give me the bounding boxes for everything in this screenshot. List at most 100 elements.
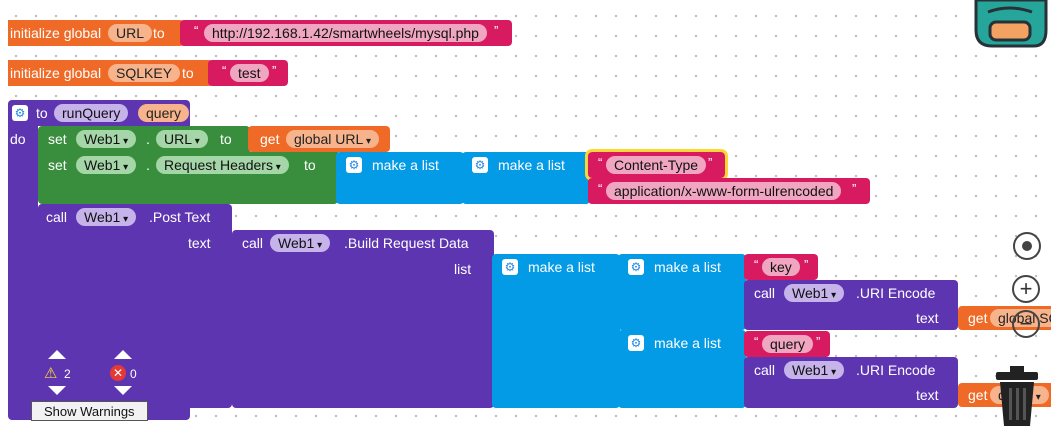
call-label: call xyxy=(242,235,264,251)
make-list-label: make a list xyxy=(372,157,439,173)
global-name-field[interactable]: SQLKEY xyxy=(108,64,181,82)
gear-icon[interactable]: ⚙ xyxy=(628,259,644,275)
text-value[interactable]: Content-Type xyxy=(606,156,707,174)
quote-open: “ xyxy=(194,23,199,38)
error-next-arrow[interactable] xyxy=(114,386,132,395)
make-list-label: make a list xyxy=(654,259,721,275)
warning-icon: ⚠ xyxy=(44,365,58,382)
to-label: to xyxy=(36,105,48,121)
text-block[interactable]: “ http://192.168.1.42/smartwheels/mysql.… xyxy=(180,20,512,46)
init-global-url-block[interactable]: initialize global URL to xyxy=(8,20,184,46)
quote-open: “ xyxy=(754,257,759,272)
make-list-pairs[interactable]: ⚙ make a list xyxy=(492,254,620,408)
uri-encode-block-1[interactable]: call Web1 .URI Encode text xyxy=(744,280,958,330)
text-value[interactable]: query xyxy=(762,335,814,353)
dot-label: . xyxy=(146,157,150,173)
quote-open: “ xyxy=(598,155,603,170)
text-value[interactable]: application/x-www-form-ulrencoded xyxy=(606,182,842,200)
make-list-outer[interactable]: ⚙ make a list xyxy=(336,152,464,204)
procedure-block[interactable]: ⚙ to runQuery query xyxy=(8,100,190,126)
text-value[interactable]: http://192.168.1.42/smartwheels/mysql.ph… xyxy=(204,24,487,42)
error-icon: ✕ xyxy=(110,365,126,381)
text-socket-label: text xyxy=(188,235,211,251)
make-list-label: make a list xyxy=(528,259,595,275)
error-prev-arrow[interactable] xyxy=(114,350,132,359)
to-label: to xyxy=(220,131,232,147)
property-dropdown[interactable]: Request Headers xyxy=(156,156,289,174)
post-text-block[interactable]: call Web1 .Post Text text xyxy=(38,204,232,408)
get-global-url-block[interactable]: get global URL xyxy=(248,126,390,152)
make-list-pair-key[interactable]: ⚙ make a list xyxy=(618,254,746,330)
make-list-label: make a list xyxy=(498,157,565,173)
error-indicator[interactable]: ✕ 0 xyxy=(110,350,140,395)
component-dropdown[interactable]: Web1 xyxy=(76,208,137,226)
text-block[interactable]: “ test ” xyxy=(208,60,288,86)
error-count: 0 xyxy=(130,367,137,381)
target-icon[interactable] xyxy=(1013,232,1041,260)
component-dropdown[interactable]: Web1 xyxy=(270,234,331,252)
zoom-out-icon[interactable]: − xyxy=(1012,310,1040,338)
component-dropdown[interactable]: Web1 xyxy=(784,284,845,302)
gear-icon[interactable]: ⚙ xyxy=(628,335,644,351)
method-label: .Build Request Data xyxy=(344,235,469,251)
quote-close: ” xyxy=(816,334,821,349)
uri-encode-block-2[interactable]: call Web1 .URI Encode text xyxy=(744,357,958,408)
gear-icon[interactable]: ⚙ xyxy=(502,259,518,275)
text-value[interactable]: test xyxy=(230,64,269,82)
component-dropdown[interactable]: Web1 xyxy=(784,361,845,379)
trash-icon[interactable] xyxy=(994,366,1040,426)
to-label: to xyxy=(304,157,316,173)
call-label: call xyxy=(46,209,68,225)
set-label: set xyxy=(48,131,67,147)
procedure-name-field[interactable]: runQuery xyxy=(54,104,129,122)
get-label: get xyxy=(260,131,280,147)
backpack-icon[interactable] xyxy=(968,0,1050,48)
call-label: call xyxy=(754,285,776,301)
init-label: initialize global xyxy=(10,25,102,41)
make-list-inner[interactable]: ⚙ make a list xyxy=(462,152,590,204)
quote-close: ” xyxy=(804,257,809,272)
show-warnings-button[interactable]: Show Warnings xyxy=(31,401,148,421)
quote-close: ” xyxy=(708,155,713,170)
quote-close: ” xyxy=(272,63,277,78)
build-request-block[interactable]: call Web1 .Build Request Data list xyxy=(232,230,494,408)
quote-open: “ xyxy=(222,63,227,78)
warning-next-arrow[interactable] xyxy=(48,386,66,395)
quote-close: ” xyxy=(852,181,857,196)
text-block-key[interactable]: “ key ” xyxy=(744,254,818,280)
method-label: .URI Encode xyxy=(856,285,936,301)
text-block-content-type[interactable]: “ Content-Type ” xyxy=(585,149,728,181)
text-socket-label: text xyxy=(916,310,939,326)
property-dropdown[interactable]: URL xyxy=(156,130,208,148)
list-socket-label: list xyxy=(454,261,472,277)
method-label: .URI Encode xyxy=(856,362,936,378)
make-list-pair-query[interactable]: ⚙ make a list xyxy=(618,330,746,408)
variable-dropdown[interactable]: global URL xyxy=(286,130,380,148)
dot-label: . xyxy=(146,131,150,147)
global-name-field[interactable]: URL xyxy=(108,24,153,42)
set-headers-block[interactable]: set Web1 . Request Headers to xyxy=(38,152,338,204)
text-value[interactable]: key xyxy=(762,258,800,276)
get-label: get xyxy=(968,310,988,326)
init-label: initialize global xyxy=(10,65,102,81)
component-dropdown[interactable]: Web1 xyxy=(76,156,137,174)
zoom-in-icon[interactable]: + xyxy=(1012,275,1040,303)
to-label: to xyxy=(153,25,165,41)
do-label: do xyxy=(10,131,26,147)
gear-icon[interactable]: ⚙ xyxy=(12,105,28,121)
gear-icon[interactable]: ⚙ xyxy=(346,157,362,173)
text-block-query[interactable]: “ query ” xyxy=(744,331,830,357)
warning-prev-arrow[interactable] xyxy=(48,350,66,359)
param-field[interactable]: query xyxy=(138,104,190,122)
init-global-sqlkey-block[interactable]: initialize global SQLKEY to xyxy=(8,60,213,86)
set-url-block[interactable]: set Web1 . URL to xyxy=(38,126,250,152)
method-label: .Post Text xyxy=(149,209,211,225)
warning-count: 2 xyxy=(64,367,71,381)
component-dropdown[interactable]: Web1 xyxy=(76,130,137,148)
to-label: to xyxy=(182,65,194,81)
quote-open: “ xyxy=(754,334,759,349)
gear-icon[interactable]: ⚙ xyxy=(472,157,488,173)
warning-indicator[interactable]: ⚠ 2 xyxy=(44,350,71,395)
set-label: set xyxy=(48,157,67,173)
text-block-form-urlencoded[interactable]: “ application/x-www-form-ulrencoded ” xyxy=(588,178,870,204)
